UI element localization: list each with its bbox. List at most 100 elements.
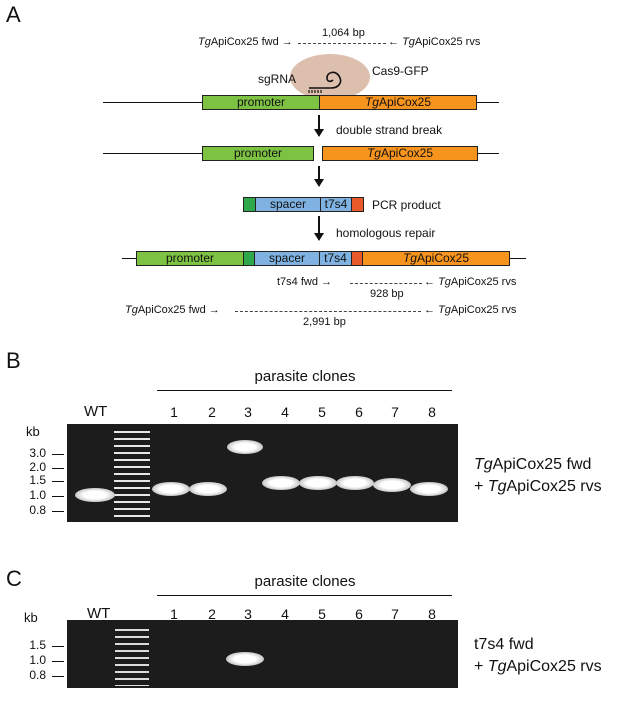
lane-label: 5	[318, 606, 326, 622]
pcr-t7s4: t7s4	[320, 197, 352, 212]
kb-value: 0.8	[29, 668, 46, 682]
panel-label-a: A	[6, 2, 21, 27]
primer-prefix: Tg	[474, 456, 493, 473]
primer-name: ApiCox25 rvs	[414, 36, 481, 48]
lane-label: 2	[208, 606, 216, 622]
gel-band	[75, 488, 115, 502]
amplicon-line-top	[298, 43, 386, 44]
lane-label: 4	[281, 404, 289, 420]
kb-tick	[52, 511, 64, 512]
gene-prefix: Tg	[366, 146, 381, 160]
gene-label: ApiCox25	[378, 95, 432, 109]
gel-band	[299, 476, 337, 490]
lane-label: 7	[391, 606, 399, 622]
t7s4-label: t7s4	[324, 197, 348, 211]
ladder-lane	[115, 624, 149, 686]
kb-value: 0.8	[29, 503, 46, 517]
gene-box-2: TgApiCox25	[322, 146, 478, 161]
gel-image-b	[67, 424, 458, 522]
primer-line-1: TgApiCox25 fwd	[474, 454, 602, 476]
lane-label: 1	[170, 404, 178, 420]
arrow-3-shaft	[318, 216, 320, 234]
gel-band	[152, 482, 190, 496]
amplicon-size-bottom: 2,991 bp	[303, 316, 346, 328]
kb-tick	[52, 481, 64, 482]
primer-line-2: + TgApiCox25 rvs	[474, 656, 602, 678]
sgrna-label: sgRNA	[258, 72, 297, 86]
amplicon-size-mid: 928 bp	[370, 288, 404, 300]
gene-box-4: TgApiCox25	[362, 251, 510, 266]
gel-band	[336, 476, 374, 490]
primer-name: ApiCox25 fwd	[492, 456, 592, 473]
cas9-label: Cas9-GFP	[372, 64, 429, 78]
primer-name: t7s4 fwd	[277, 276, 318, 288]
primer-fwd-top: TgApiCox25 fwd →	[198, 36, 293, 48]
primer-name: ApiCox25 rvs	[506, 478, 602, 495]
plus-sign: +	[474, 478, 488, 495]
gel-band	[189, 482, 227, 496]
kb-value: 1.0	[29, 488, 46, 502]
lane-label: 3	[244, 404, 252, 420]
primer-name: t7s4 fwd	[474, 636, 534, 653]
primer-prefix: Tg	[438, 276, 451, 288]
arrow-2-shaft	[318, 166, 320, 180]
group-title-c: parasite clones	[254, 573, 356, 590]
kb-value: 1.0	[29, 653, 46, 667]
primer-prefix: Tg	[487, 478, 507, 495]
primer-prefix: Tg	[125, 304, 138, 316]
kb-tick	[52, 454, 64, 455]
gel-band	[373, 478, 411, 492]
spacer-box-4: spacer	[254, 251, 320, 266]
primer-name: ApiCox25 fwd	[210, 36, 279, 48]
gel-band	[226, 652, 264, 666]
promoter-box-2: promoter	[202, 146, 314, 161]
sgrna-loop-icon	[308, 71, 342, 93]
lane-label: 5	[318, 404, 326, 420]
promoter-box-4: promoter	[136, 251, 244, 266]
primer-rvs-mid: ← TgApiCox25 rvs	[424, 276, 517, 288]
amplicon-size-top: 1,064 bp	[322, 27, 365, 39]
primer-line-1: t7s4 fwd	[474, 634, 602, 656]
t7s4-box-4: t7s4	[319, 251, 352, 266]
kb-tick	[52, 676, 64, 677]
primer-rvs-bottom: ← TgApiCox25 rvs	[424, 304, 517, 316]
primer-prefix: Tg	[487, 658, 507, 675]
pcr-spacer: spacer	[255, 197, 321, 212]
kb-tick	[52, 468, 64, 469]
primer-t7-fwd: t7s4 fwd →	[277, 276, 333, 288]
kb-value: 1.5	[29, 473, 46, 487]
step-dsb: double strand break	[336, 123, 443, 137]
primer-pair-c: t7s4 fwd + TgApiCox25 rvs	[474, 634, 602, 678]
arrow-1-head	[314, 129, 324, 137]
spacer-label: spacer	[268, 251, 306, 265]
group-bracket-c	[157, 595, 452, 596]
primer-prefix: Tg	[198, 36, 211, 48]
gene-label: ApiCox25	[380, 146, 434, 160]
primer-name: ApiCox25 rvs	[506, 658, 602, 675]
arrow-1-shaft	[318, 115, 320, 131]
kb-value: 1.5	[29, 638, 46, 652]
kb-value: 2.0	[29, 460, 46, 474]
panel-label-b: B	[6, 348, 21, 373]
kb-label-b: kb	[26, 424, 40, 439]
t7s4-label: t7s4	[324, 251, 347, 265]
arrow-2-head	[314, 179, 324, 187]
amplicon-line-bottom	[235, 311, 421, 312]
promoter-label: promoter	[165, 251, 215, 265]
wt-label-b: WT	[84, 403, 108, 420]
primer-prefix: Tg	[402, 36, 415, 48]
gene-box-1: TgApiCox25	[319, 95, 477, 110]
kb-tick	[52, 496, 64, 497]
promoter-label: promoter	[236, 95, 286, 109]
lane-label: 4	[281, 606, 289, 622]
group-bracket-b	[157, 390, 452, 391]
kb-tick	[52, 661, 64, 662]
pcr-product-label: PCR product	[372, 198, 441, 212]
primer-name: ApiCox25 rvs	[450, 304, 517, 316]
amplicon-line-mid	[350, 283, 422, 284]
kb-tick	[52, 646, 64, 647]
pcr-red-end	[351, 197, 364, 212]
promoter-box-1: promoter	[202, 95, 320, 110]
lane-label: 7	[391, 404, 399, 420]
primer-rvs-top: ← TgApiCox25 rvs	[388, 36, 481, 48]
